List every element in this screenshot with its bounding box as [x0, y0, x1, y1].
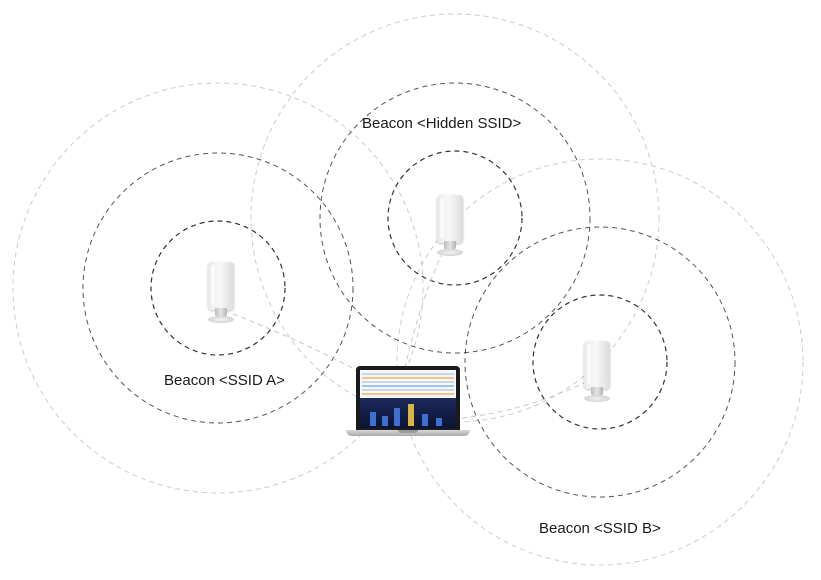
laptop-icon — [346, 366, 470, 440]
link-laptop-to-ssid-b — [461, 379, 591, 419]
access-point-icon — [580, 341, 614, 405]
coverage-inner-ring-b — [532, 294, 668, 430]
beacon-label-ssid-a: Beacon <SSID A> — [164, 372, 285, 389]
access-point-icon — [433, 195, 467, 259]
coverage-middle-ring-a — [82, 152, 354, 424]
beacon-label-hidden-ssid: Beacon <Hidden SSID> — [362, 115, 522, 132]
coverage-middle-ring-b — [464, 226, 736, 498]
link-laptop-to-ssid-a — [227, 311, 361, 373]
link-laptop-to-hidden — [404, 239, 449, 369]
coverage-outer-ring-hidden — [250, 13, 660, 423]
beacon-label-ssid-b: Beacon <SSID B> — [539, 520, 661, 537]
coverage-middle-ring-hidden — [319, 82, 591, 354]
access-point-icon — [204, 262, 238, 326]
coverage-outer-ring-a — [12, 82, 424, 494]
coverage-outer-ring-b — [396, 158, 804, 566]
coverage-inner-ring-a — [150, 220, 286, 356]
coverage-inner-ring-hidden — [387, 150, 523, 286]
